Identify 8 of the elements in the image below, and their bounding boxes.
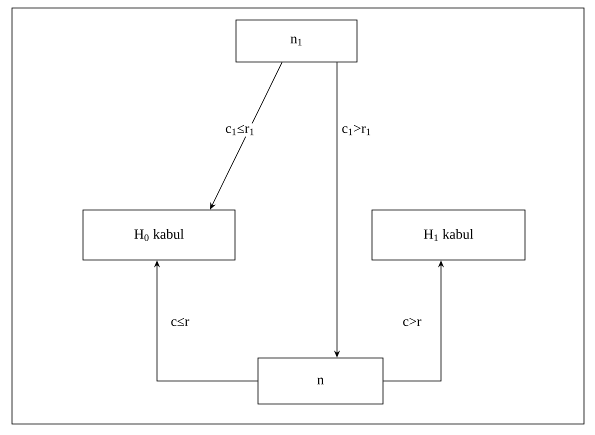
process-box: n$_{1}$ (236, 20, 358, 62)
edge-label: c$_{1}$≤r$_{1}$ (224, 123, 256, 137)
process-box: n (258, 358, 384, 404)
edge-label: c$_{1}$>r$_{1}$ (340, 123, 373, 137)
process-box: H$_{1}$ kabul (372, 210, 526, 260)
edge-label: c≤r (169, 316, 191, 328)
edge-label: c>r (401, 316, 423, 328)
process-box: H$_{0}$ kabul (82, 210, 236, 260)
